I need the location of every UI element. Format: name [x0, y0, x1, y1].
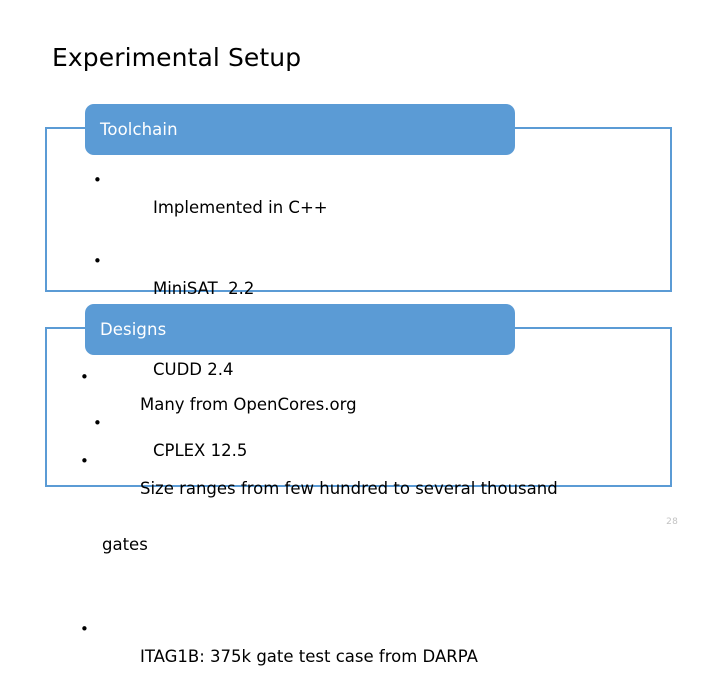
list-item-text-continuation: gates	[102, 535, 148, 554]
list-item-text: Implemented in C++	[152, 198, 328, 217]
list-item: MiniSAT 2.2	[93, 248, 613, 329]
group-header-toolchain: Toolchain	[85, 104, 515, 155]
list-item-text: ITAG1B: 375k gate test case from DARPA	[139, 647, 478, 666]
list-item-text: Many from OpenCores.org	[139, 395, 357, 414]
group-header-label: Toolchain	[100, 119, 178, 139]
list-item: Implemented in C++	[93, 167, 613, 248]
group-header-designs: Designs	[85, 304, 515, 355]
group-header-label: Designs	[100, 319, 167, 339]
list-item: ITAG1B: 375k gate test case from DARPA	[80, 615, 660, 699]
bullet-list-designs: Many from OpenCores.org Size ranges from…	[80, 363, 660, 699]
list-item-text: MiniSAT 2.2	[152, 279, 255, 298]
list-item: Size ranges from few hundred to several …	[80, 447, 660, 615]
slide: Experimental Setup Toolchain Implemented…	[0, 0, 720, 540]
page-title: Experimental Setup	[52, 43, 302, 72]
content-group-toolchain: Toolchain Implemented in C++ MiniSAT 2.2…	[45, 104, 672, 460]
list-item-text: Size ranges from few hundred to several …	[139, 479, 558, 498]
list-item: Many from OpenCores.org	[80, 363, 660, 447]
page-number: 28	[666, 517, 678, 527]
